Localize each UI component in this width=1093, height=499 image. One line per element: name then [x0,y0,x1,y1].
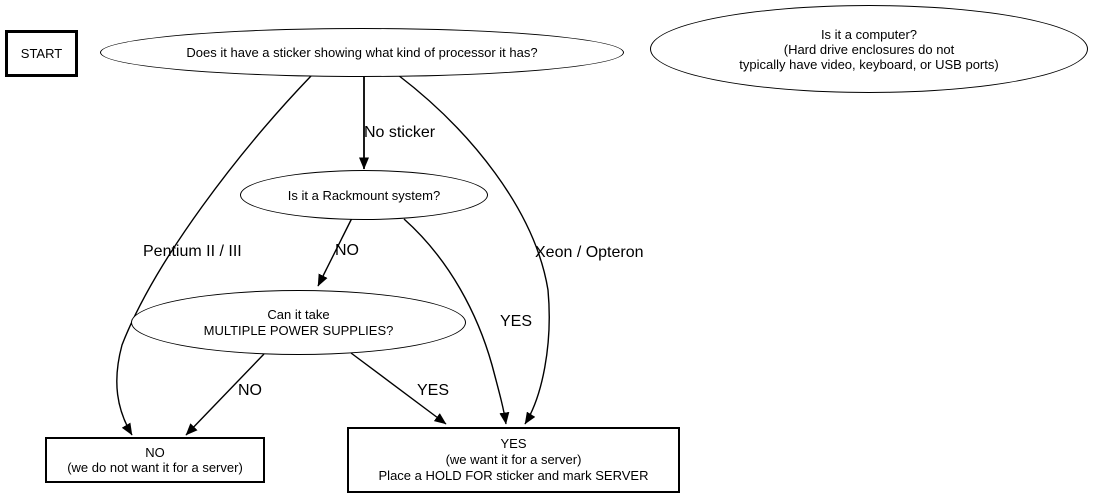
start-node-label: START [20,46,63,61]
edge-label-power-yes: YES [417,382,450,399]
start-node: START [5,30,78,77]
yes-result-line-1: YES [500,436,527,451]
edge-label-no-sticker: No sticker [364,124,436,141]
no-result-node: NO (we do not want it for a server) [45,437,265,483]
no-result-text: NO (we do not want it for a server) [67,445,243,475]
rackmount-question-node: Is it a Rackmount system? [240,170,488,220]
edge-label-power-no: NO [238,382,262,399]
edge-power-to-yes [350,352,447,425]
edge-rackmount-to-power [317,217,353,287]
yes-result-line-3: Place a HOLD FOR sticker and mark SERVER [378,468,649,483]
yes-result-line-2: (we want it for a server) [445,452,582,467]
edge-power-to-no [185,353,265,436]
computer-note-line-2: (Hard drive enclosures do not [783,41,955,57]
power-question-line-2: MULTIPLE POWER SUPPLIES? [203,322,394,338]
edge-label-pentium: Pentium II / III [143,243,242,260]
power-question-text: Can it take MULTIPLE POWER SUPPLIES? [204,307,394,339]
power-question-node: Can it take MULTIPLE POWER SUPPLIES? [131,290,466,355]
edge-label-xeon: Xeon / Opteron [535,244,644,261]
computer-note-line-1: Is it a computer? [820,26,918,42]
yes-result-node: YES (we want it for a server) Place a HO… [347,427,680,493]
rackmount-question-label: Is it a Rackmount system? [287,187,441,203]
edge-label-rackmount-no: NO [335,242,359,259]
no-result-line-1: NO [145,445,165,460]
edge-sticker-to-no [116,75,312,436]
edge-rackmount-to-yes [403,218,510,425]
no-result-line-2: (we do not want it for a server) [67,460,243,475]
edge-sticker-to-yes [397,74,550,425]
edge-label-rackmount-yes: YES [500,313,533,330]
computer-note-line-3: typically have video, keyboard, or USB p… [739,56,999,72]
yes-result-text: YES (we want it for a server) Place a HO… [379,436,649,484]
sticker-question-node: Does it have a sticker showing what kind… [100,28,624,77]
power-question-line-1: Can it take [267,306,330,322]
computer-note-text: Is it a computer? (Hard drive enclosures… [739,27,998,72]
computer-note-node: Is it a computer? (Hard drive enclosures… [650,5,1088,93]
sticker-question-label: Does it have a sticker showing what kind… [186,45,538,60]
